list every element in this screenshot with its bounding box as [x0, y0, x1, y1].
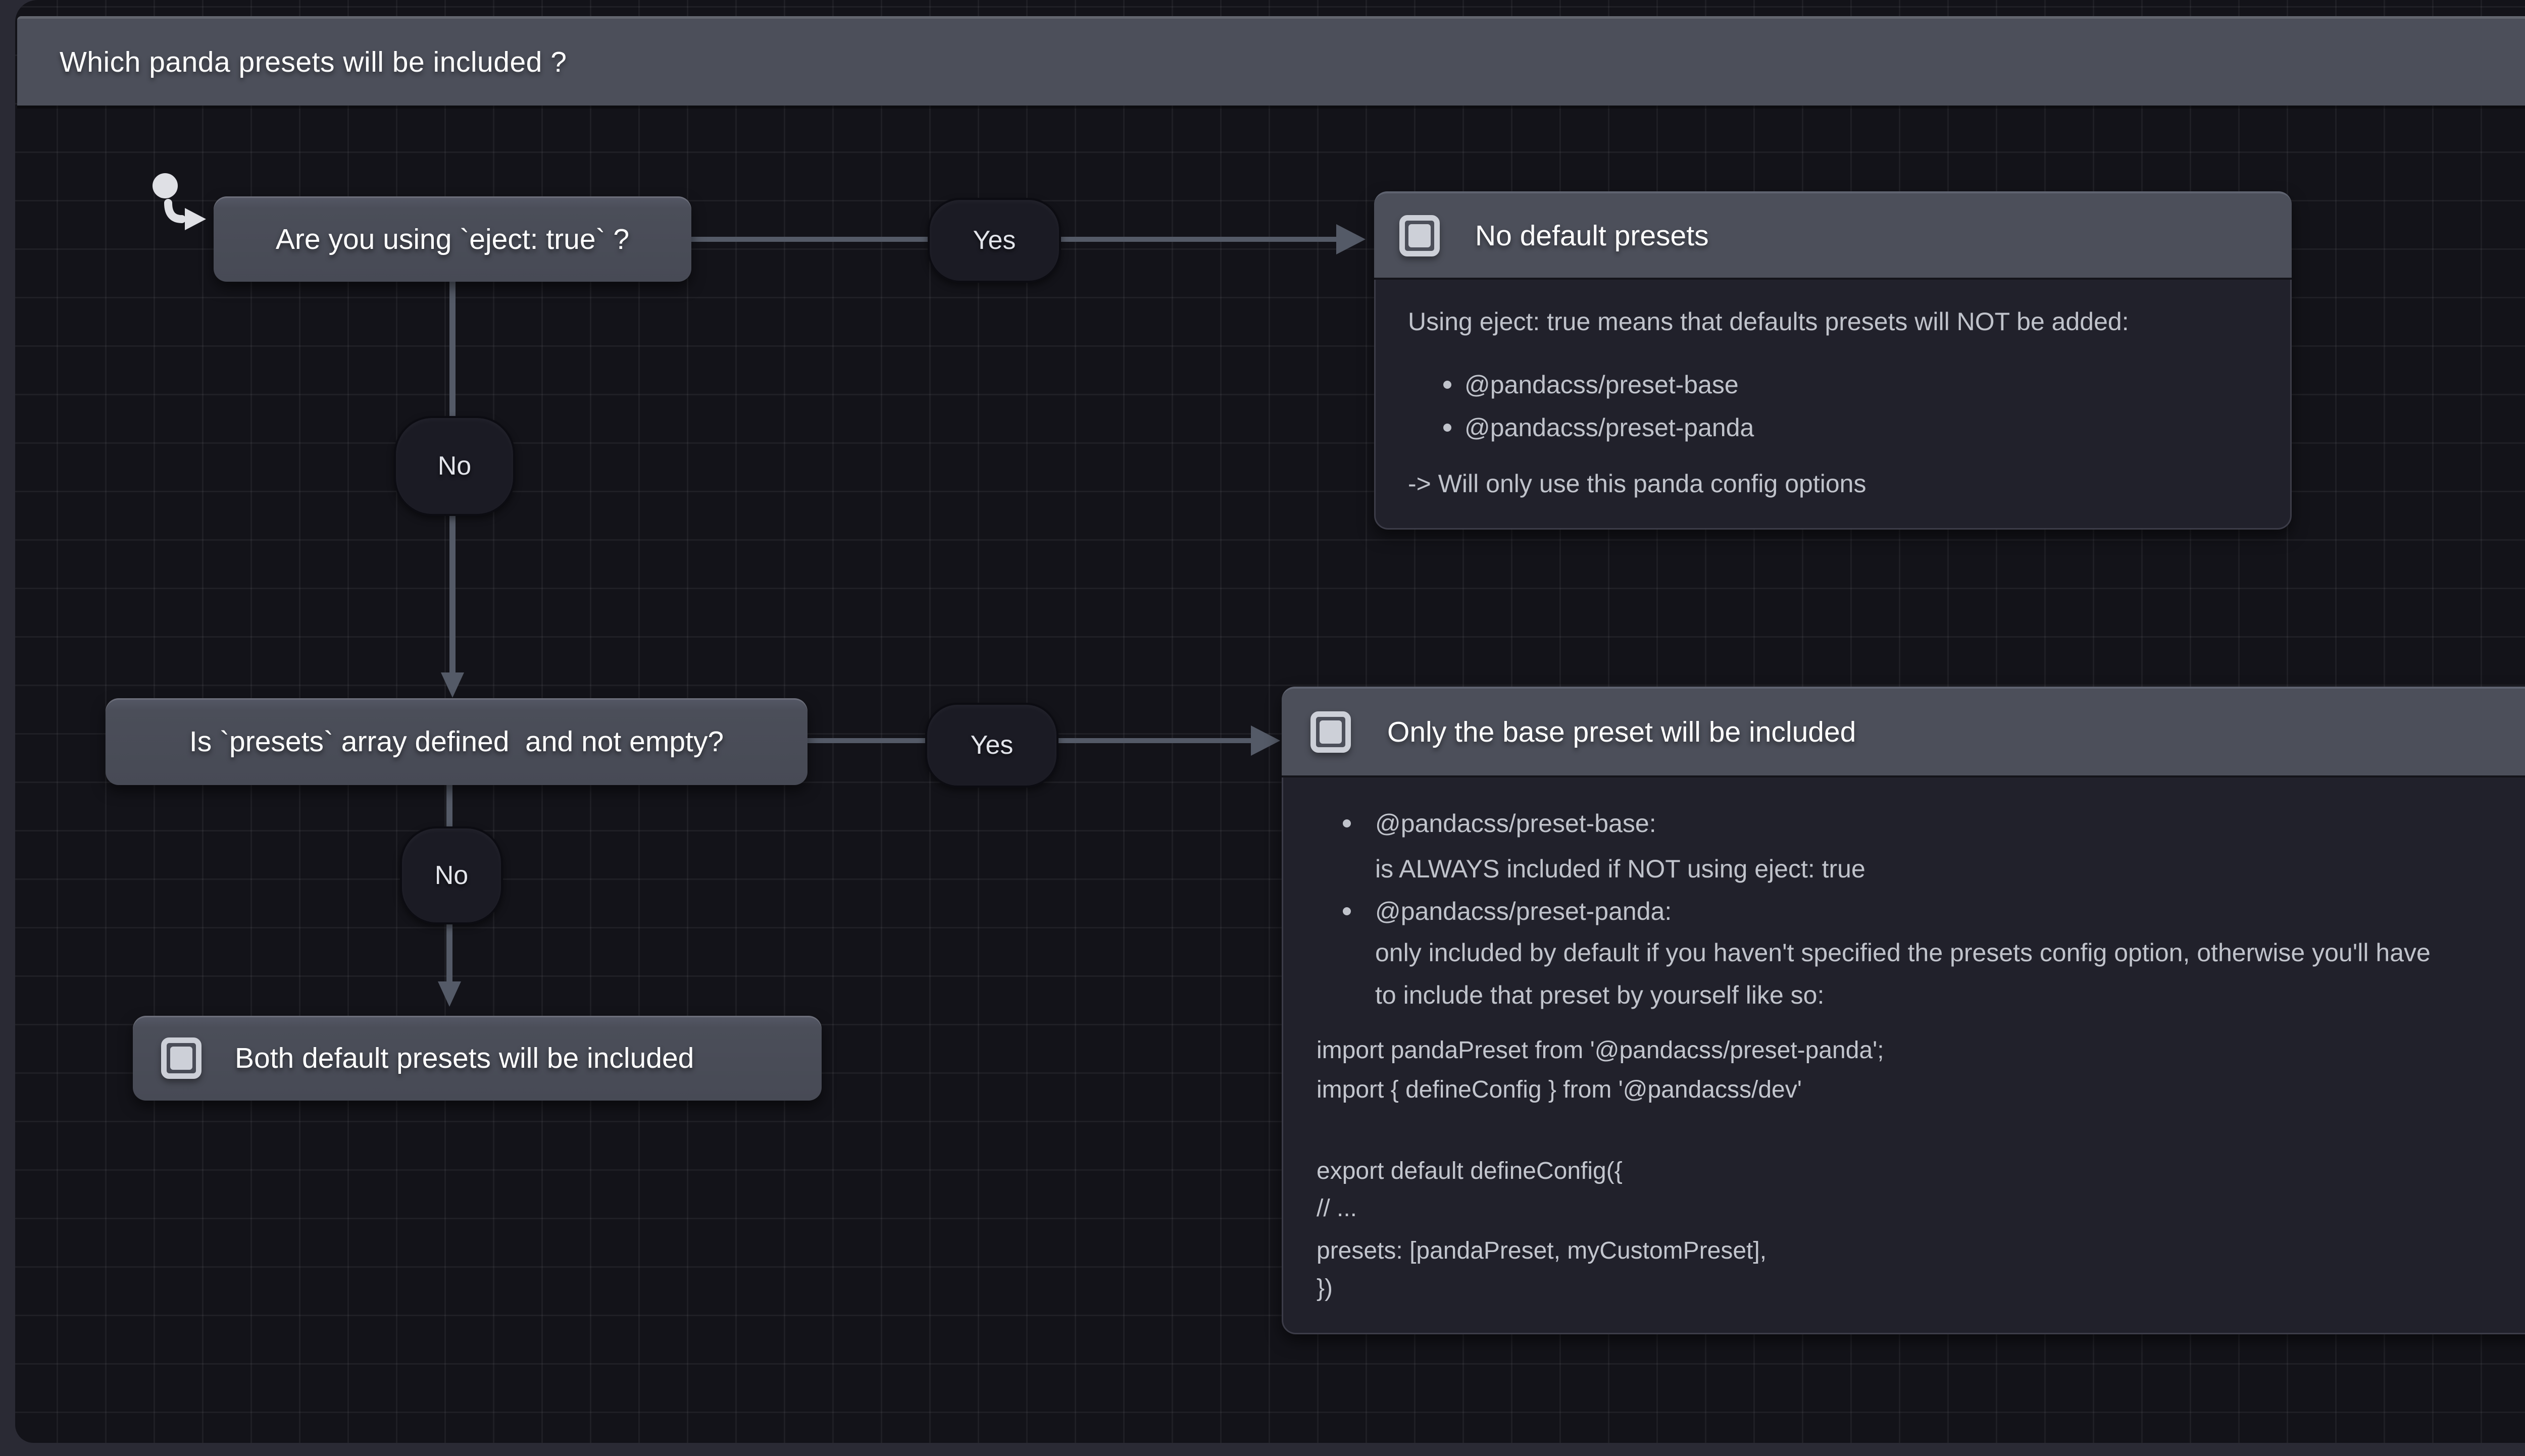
bullet-dot [1443, 381, 1451, 389]
frame-icon [1399, 215, 1440, 256]
edge-label-yes-2[interactable]: Yes [925, 703, 1058, 788]
diagram-canvas[interactable]: Which panda presets will be included ? A… [15, 0, 2525, 1443]
edge-label-text: No [437, 451, 472, 481]
card-title: Only the base preset will be included [1387, 716, 1856, 748]
result-card-base-preset[interactable]: Only the base preset will be included @p… [1282, 687, 2525, 1334]
code-line: export default defineConfig({ [1317, 1158, 1623, 1184]
frame-icon-inner [1320, 720, 1342, 744]
card-header: No default presets [1374, 191, 2292, 280]
bullet-dot [1343, 819, 1351, 827]
bullet-item: @pandacss/preset-base: [1375, 809, 1656, 838]
arrowhead-down-icon [438, 981, 461, 1007]
code-line: }) [1317, 1275, 1333, 1302]
bullet-item-desc: to include that preset by yourself like … [1375, 981, 1825, 1009]
edge-label-no-2[interactable]: No [400, 826, 503, 924]
bullet-dot [1343, 907, 1351, 915]
edge-label-yes-1[interactable]: Yes [928, 198, 1061, 283]
edge-label-text: Yes [970, 731, 1014, 760]
card-title: No default presets [1475, 219, 1709, 252]
bullet-item-desc: only included by default if you haven't … [1375, 939, 2431, 967]
bullet-item-desc: is ALWAYS included if NOT using eject: t… [1375, 855, 1865, 883]
arrowhead-right-icon [1251, 725, 1280, 756]
result-label: Both default presets will be included [235, 1042, 694, 1074]
edge-label-text: No [434, 861, 469, 890]
result-card-no-defaults[interactable]: No default presets Using eject: true mea… [1374, 191, 2292, 530]
code-line: import { defineConfig } from '@pandacss/… [1317, 1076, 1802, 1103]
code-line: presets: [pandaPreset, myCustomPreset], [1317, 1237, 1767, 1264]
bullet-item: @pandacss/preset-panda: [1375, 897, 1672, 925]
card-header: Only the base preset will be included [1282, 687, 2525, 777]
bullet-item: @pandacss/preset-base [1464, 371, 1739, 399]
bullet-item: @pandacss/preset-panda [1464, 413, 1754, 442]
result-node-both-presets[interactable]: Both default presets will be included [133, 1016, 822, 1101]
frame-icon-inner [1408, 224, 1431, 247]
arrowhead-down-icon [441, 672, 464, 698]
edge-label-text: Yes [973, 226, 1016, 255]
bullet-dot [1443, 424, 1451, 432]
diagram-title-bar: Which panda presets will be included ? [17, 16, 2525, 106]
arrowhead-right-icon [1336, 224, 1366, 254]
card-note: -> Will only use this panda config optio… [1408, 470, 1866, 498]
frame-icon [161, 1037, 201, 1079]
laser-pointer-icon [153, 173, 206, 230]
question-node-presets-array[interactable]: Is `presets` array defined and not empty… [106, 698, 807, 785]
frame-icon-inner [170, 1047, 192, 1070]
edge-label-no-1[interactable]: No [394, 416, 515, 516]
code-line: import pandaPreset from '@pandacss/prese… [1317, 1037, 1884, 1064]
frame-icon [1310, 711, 1351, 753]
question-label: Are you using `eject: true` ? [275, 223, 630, 255]
code-line: // ... [1317, 1195, 1357, 1222]
question-node-eject[interactable]: Are you using `eject: true` ? [214, 196, 691, 282]
card-intro: Using eject: true means that defaults pr… [1408, 307, 2129, 336]
page-title: Which panda presets will be included ? [60, 46, 567, 78]
question-label: Is `presets` array defined and not empty… [189, 725, 724, 758]
